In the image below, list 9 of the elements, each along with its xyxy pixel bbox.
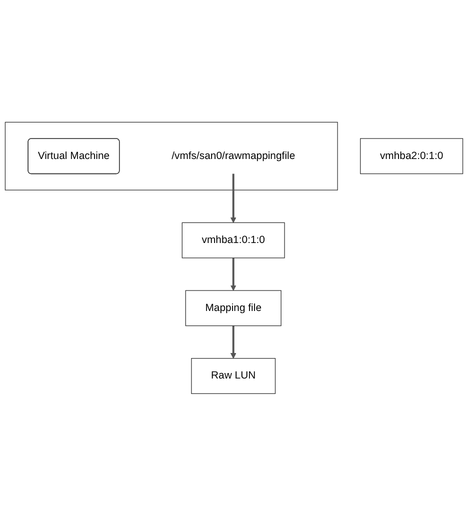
cluster bbox=[4, 121, 338, 190]
arrow bbox=[230, 258, 236, 290]
node-box: vmhba1:0:1:0 bbox=[182, 222, 285, 258]
node-text: /vmfs/san0/rawmappingfile bbox=[172, 150, 296, 161]
node-box: Mapping file bbox=[185, 290, 282, 326]
arrow bbox=[230, 173, 236, 223]
arrow bbox=[230, 325, 236, 358]
node-box: Raw LUN bbox=[191, 358, 276, 394]
node-box: vmhba2:0:1:0 bbox=[360, 138, 464, 174]
